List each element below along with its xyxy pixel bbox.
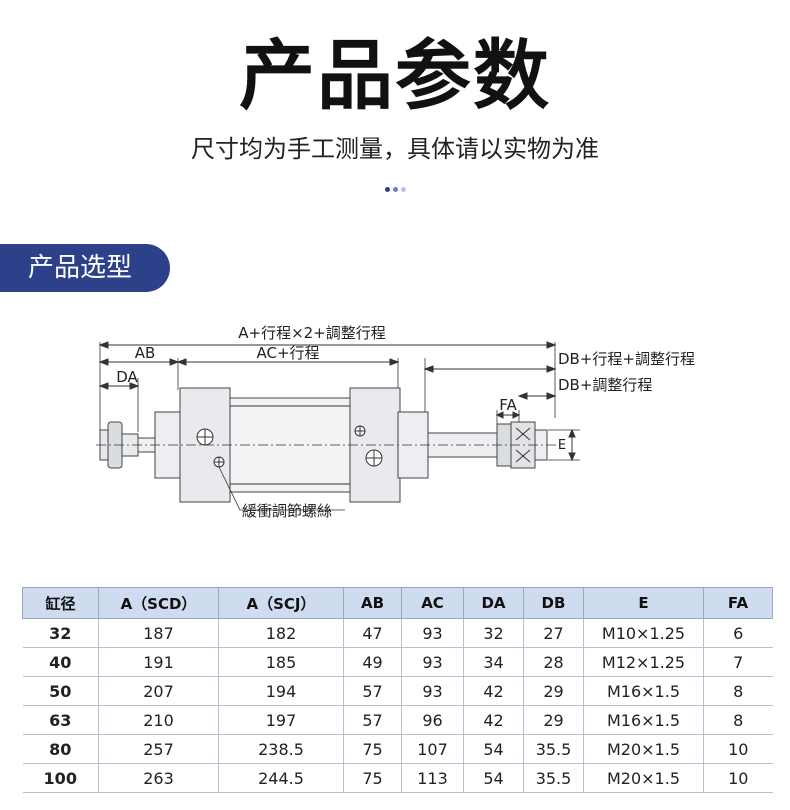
dim-label-ab: AB bbox=[135, 344, 156, 362]
table-cell: 63 bbox=[22, 705, 99, 735]
table-cell: 8 bbox=[703, 705, 773, 735]
table-cell: 194 bbox=[218, 676, 344, 706]
dim-label-db: DB+調整行程 bbox=[558, 376, 652, 394]
table-cell: 10 bbox=[703, 763, 773, 793]
table-cell: M10×1.25 bbox=[583, 618, 704, 648]
table-cell: 49 bbox=[343, 647, 402, 677]
table-cell: 93 bbox=[401, 647, 464, 677]
table-header-a-scd: A（SCD） bbox=[98, 587, 219, 619]
table-cell: 32 bbox=[463, 618, 524, 648]
table-cell: 182 bbox=[218, 618, 344, 648]
dim-label-fa: FA bbox=[499, 396, 517, 414]
table-cell: 263 bbox=[98, 763, 219, 793]
table-cell: 185 bbox=[218, 647, 344, 677]
table-cell: 75 bbox=[343, 763, 402, 793]
page-subtitle: 尺寸均为手工测量，具体请以实物为准 bbox=[191, 135, 599, 163]
table-cell: 187 bbox=[98, 618, 219, 648]
table-cell: 100 bbox=[22, 763, 99, 793]
table-cell: 57 bbox=[343, 676, 402, 706]
table-cell: 113 bbox=[401, 763, 464, 793]
table-cell: 210 bbox=[98, 705, 219, 735]
table-header-ac: AC bbox=[401, 587, 464, 619]
table-cell: 10 bbox=[703, 734, 773, 764]
table-header-da: DA bbox=[463, 587, 524, 619]
table-cell: 42 bbox=[463, 705, 524, 735]
table-cell: M16×1.5 bbox=[583, 676, 704, 706]
table-cell: M20×1.5 bbox=[583, 763, 704, 793]
table-cell: M16×1.5 bbox=[583, 705, 704, 735]
table-cell: 40 bbox=[22, 647, 99, 677]
table-cell: 96 bbox=[401, 705, 464, 735]
table-header-row: 缸径 A（SCD） A（SCJ） AB AC DA DB E FA bbox=[22, 587, 773, 619]
cylinder-dimension-diagram: A+行程×2+調整行程 AC+行程 AB DA DB+行程+調整行程 DB+調整… bbox=[96, 324, 695, 520]
table-cell: 57 bbox=[343, 705, 402, 735]
table-cell: M12×1.25 bbox=[583, 647, 704, 677]
table-header-e: E bbox=[583, 587, 704, 619]
table-cell: 8 bbox=[703, 676, 773, 706]
table-header-a-scj: A（SCJ） bbox=[218, 587, 344, 619]
table-header-db: DB bbox=[523, 587, 584, 619]
table-cell: 35.5 bbox=[523, 763, 584, 793]
table-cell: 29 bbox=[523, 676, 584, 706]
table-cell: 107 bbox=[401, 734, 464, 764]
table-cell: 93 bbox=[401, 618, 464, 648]
table-cell: 191 bbox=[98, 647, 219, 677]
dim-label-e: E bbox=[558, 438, 566, 453]
table-cell: 238.5 bbox=[218, 734, 344, 764]
section-tab-selection: 产品选型 bbox=[0, 244, 170, 292]
table-cell: 80 bbox=[22, 734, 99, 764]
table-cell: 93 bbox=[401, 676, 464, 706]
dot-icon bbox=[393, 187, 398, 192]
dot-icon bbox=[401, 187, 406, 192]
table-cell: 244.5 bbox=[218, 763, 344, 793]
table-cell: 27 bbox=[523, 618, 584, 648]
table-cell: 7 bbox=[703, 647, 773, 677]
table-cell: 197 bbox=[218, 705, 344, 735]
dim-label-total: A+行程×2+調整行程 bbox=[238, 324, 386, 342]
table-cell: 42 bbox=[463, 676, 524, 706]
table-cell: 75 bbox=[343, 734, 402, 764]
table-cell: 32 bbox=[22, 618, 99, 648]
table-cell: 47 bbox=[343, 618, 402, 648]
table-cell: 54 bbox=[463, 734, 524, 764]
table-cell: 28 bbox=[523, 647, 584, 677]
table-cell: 50 bbox=[22, 676, 99, 706]
table-cell: 34 bbox=[463, 647, 524, 677]
dot-icon bbox=[385, 187, 390, 192]
table-cell: 29 bbox=[523, 705, 584, 735]
table-cell: M20×1.5 bbox=[583, 734, 704, 764]
table-cell: 35.5 bbox=[523, 734, 584, 764]
table-cell: 6 bbox=[703, 618, 773, 648]
dim-label-da: DA bbox=[116, 368, 138, 386]
table-cell: 257 bbox=[98, 734, 219, 764]
table-cell: 207 bbox=[98, 676, 219, 706]
table-header-ab: AB bbox=[343, 587, 402, 619]
table-header-fa: FA bbox=[703, 587, 773, 619]
dim-label-ac: AC+行程 bbox=[256, 344, 319, 362]
table-cell: 54 bbox=[463, 763, 524, 793]
table-header-bore: 缸径 bbox=[22, 587, 99, 619]
page-title: 产品参数 bbox=[239, 31, 551, 120]
dim-label-db-full: DB+行程+調整行程 bbox=[558, 350, 695, 368]
dim-label-cushion: 緩衝調節螺絲 bbox=[242, 502, 332, 520]
